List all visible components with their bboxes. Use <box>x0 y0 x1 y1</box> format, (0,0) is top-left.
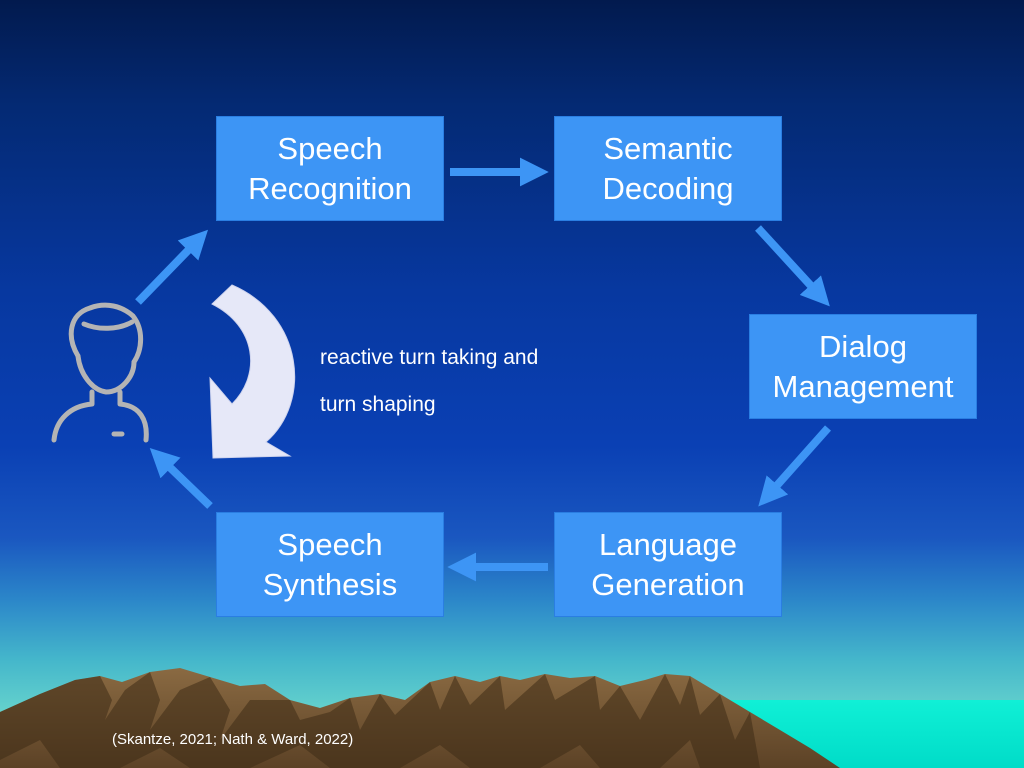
arrow-decoding-to-dialog <box>755 225 830 307</box>
arrow-synthesis-to-user <box>149 448 213 509</box>
dialog-management-label-line2: Management <box>772 368 954 404</box>
language-generation-label-line1: Language <box>599 526 737 562</box>
curved-arrow-icon <box>209 284 296 459</box>
speech-synthesis-label-line1: Speech <box>277 526 383 562</box>
annotation-line-2: turn shaping <box>320 393 436 416</box>
language-generation-box: Language Generation <box>554 512 782 617</box>
arrow-dialog-to-generation <box>758 425 831 507</box>
user-avatar-icon <box>51 302 149 443</box>
dialog-management-box: Dialog Management <box>749 314 977 419</box>
semantic-decoding-label-line1: Semantic <box>603 130 733 166</box>
dialog-management-label-line1: Dialog <box>819 328 907 364</box>
semantic-decoding-box: Semantic Decoding <box>554 116 782 221</box>
speech-recognition-label-line1: Speech <box>277 130 383 166</box>
language-generation-label-line2: Generation <box>591 566 745 602</box>
semantic-decoding-label-line2: Decoding <box>602 170 734 206</box>
annotation-line-1: reactive turn taking and <box>320 346 539 369</box>
citation: (Skantze, 2021; Nath & Ward, 2022) <box>112 731 354 748</box>
arrow-user-to-speech-recognition <box>135 229 209 305</box>
speech-synthesis-label-line2: Synthesis <box>262 566 398 602</box>
speech-recognition-box: Speech Recognition <box>216 116 444 221</box>
speech-recognition-label-line2: Recognition <box>248 170 412 206</box>
speech-synthesis-box: Speech Synthesis <box>216 512 444 617</box>
